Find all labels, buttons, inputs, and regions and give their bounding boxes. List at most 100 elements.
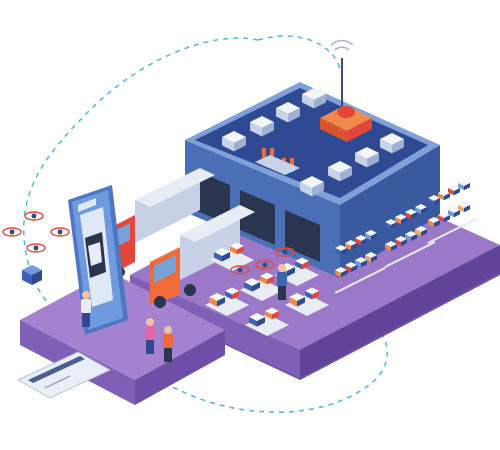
person-legs	[278, 286, 286, 300]
shelf-box	[448, 188, 454, 196]
pallet-box	[249, 317, 257, 327]
pallet-box	[287, 267, 295, 277]
pallet-box	[305, 291, 312, 300]
shelf-box	[395, 217, 401, 225]
shelf-box	[454, 210, 460, 218]
shelf-box	[458, 183, 464, 191]
drone-icon	[2, 211, 295, 275]
roof-vent	[234, 137, 246, 152]
shelf-box	[411, 234, 417, 242]
person-body	[145, 326, 155, 340]
roof-vent	[392, 139, 404, 154]
shelf-box	[415, 229, 421, 237]
pallet-box	[244, 282, 252, 292]
roof-vent	[222, 137, 234, 152]
shelf-box	[428, 220, 434, 228]
shelf-box	[411, 212, 417, 220]
shelf-box	[444, 215, 450, 223]
delivery-truck-icon	[110, 168, 255, 308]
shelf-box	[351, 265, 357, 273]
pallet-box	[289, 297, 297, 307]
shelf-box	[405, 234, 411, 242]
roof-vent	[276, 108, 288, 123]
drone-body	[31, 213, 37, 219]
pallet-box	[222, 252, 230, 262]
shelf-unit	[384, 204, 436, 268]
shelf-box	[361, 260, 367, 268]
shelf-box	[385, 244, 391, 252]
pallet-box	[267, 276, 274, 285]
rooftop-beacon	[320, 39, 372, 142]
roof-vent	[250, 122, 262, 137]
shelf-box	[351, 243, 357, 251]
storage-shelves	[334, 180, 479, 294]
drone-rotor	[230, 265, 250, 275]
pallet-box	[237, 246, 244, 255]
pallet-box	[225, 291, 232, 300]
pallet-box	[272, 311, 279, 320]
shelf-box	[401, 217, 407, 225]
person-head	[146, 318, 154, 326]
shelf-box	[405, 212, 411, 220]
drone-rotor	[50, 227, 70, 237]
drone-rotor	[255, 260, 275, 270]
drone-body	[237, 267, 243, 273]
drone-body	[282, 249, 288, 255]
pallet-box	[265, 311, 272, 320]
pallet-box	[217, 297, 225, 307]
shelf-unit	[427, 180, 479, 244]
roof-vent	[312, 182, 324, 197]
pallet-box	[260, 276, 267, 285]
person	[163, 326, 173, 362]
dashed-orbit-path	[22, 37, 388, 413]
shelf-box	[434, 198, 440, 206]
shelf-box	[391, 244, 397, 252]
person-icon	[81, 264, 287, 362]
drone-body	[262, 262, 268, 268]
shelf-box	[355, 238, 361, 246]
roof-vent	[340, 167, 352, 182]
shelf-box	[421, 207, 427, 215]
pallet-box	[297, 297, 305, 307]
roof-vent	[367, 153, 379, 168]
shelf-box	[335, 270, 341, 278]
person-body	[277, 272, 287, 286]
shelf-box	[345, 243, 351, 251]
shelf-box	[428, 198, 434, 206]
roof-vents	[222, 88, 404, 197]
shelf-box	[415, 207, 421, 215]
person-legs	[146, 340, 154, 354]
roof-vent	[355, 153, 367, 168]
pallet-box	[295, 261, 302, 270]
roof-vent	[328, 167, 340, 182]
person-legs	[164, 348, 172, 362]
person-body	[81, 299, 91, 313]
roof-vent	[262, 122, 274, 137]
drone-body	[57, 229, 63, 235]
person-legs	[82, 313, 90, 327]
pallet-box	[312, 291, 319, 300]
pallet-box	[257, 317, 265, 327]
pallet-box	[232, 291, 239, 300]
person-body	[163, 334, 173, 348]
shelf-box	[371, 255, 377, 263]
shelf-rail	[427, 217, 479, 244]
person-head	[82, 291, 90, 299]
drone-rotor	[275, 247, 295, 257]
shelf-box	[341, 270, 347, 278]
shelf-rail	[334, 267, 386, 294]
drone-rotor	[2, 227, 22, 237]
shelf-box	[391, 222, 397, 230]
shelf-unit	[334, 230, 386, 294]
warehouse-building	[185, 82, 440, 278]
shelf-box	[458, 205, 464, 213]
person	[277, 264, 287, 300]
shelf-box	[438, 215, 444, 223]
wifi-signal-icon	[330, 39, 354, 51]
shelf-box	[464, 183, 470, 191]
shelf-box	[335, 248, 341, 256]
roof-vent	[300, 182, 312, 197]
shelf-box	[444, 193, 450, 201]
